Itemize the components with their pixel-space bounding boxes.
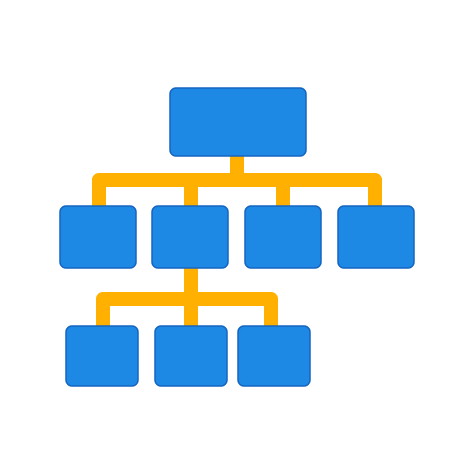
level1-node-2 bbox=[151, 205, 229, 269]
connector-level1-drop-3 bbox=[276, 178, 290, 210]
connector-level1-drop-1 bbox=[92, 178, 106, 210]
level2-node-2 bbox=[154, 325, 228, 387]
hierarchy-nodes bbox=[59, 87, 415, 387]
level1-node-3 bbox=[244, 205, 322, 269]
level1-node-1 bbox=[59, 205, 137, 269]
root-node bbox=[169, 87, 307, 157]
connector-level1-drop-4 bbox=[368, 178, 382, 210]
connector-level2-drop-3 bbox=[264, 298, 278, 330]
connector-lines bbox=[92, 150, 382, 330]
connector-level2-drop-2 bbox=[184, 298, 198, 330]
level1-node-4 bbox=[337, 205, 415, 269]
connector-level1-drop-2 bbox=[184, 178, 198, 210]
level2-node-3 bbox=[237, 325, 311, 387]
connector-level1-bar bbox=[92, 173, 382, 187]
level2-node-1 bbox=[65, 325, 139, 387]
connector-level2-drop-1 bbox=[96, 298, 110, 330]
